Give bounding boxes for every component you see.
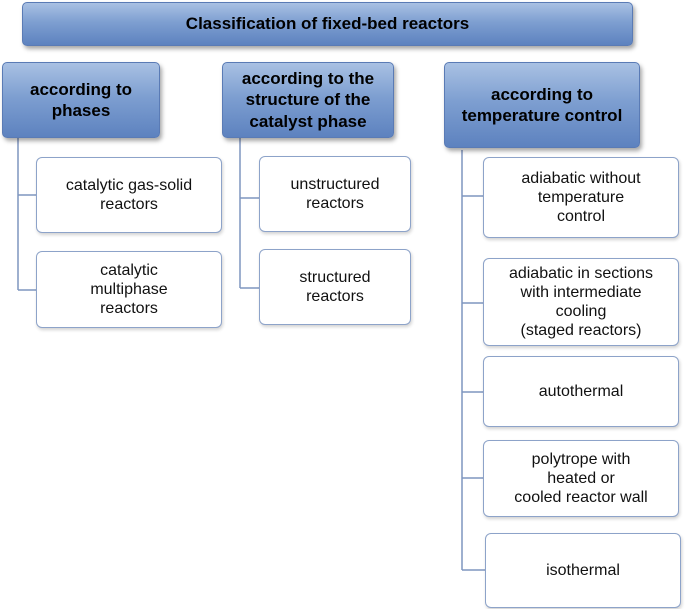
- leaf-catalytic-multiphase-reactors: catalytic multiphase reactors: [36, 251, 222, 328]
- leaf-autothermal: autothermal: [483, 356, 679, 427]
- leaf-isothermal: isothermal: [485, 533, 681, 608]
- diagram-title: Classification of fixed-bed reactors: [22, 2, 633, 46]
- leaf-catalytic-gas-solid-reactors: catalytic gas-solid reactors: [36, 157, 222, 233]
- category-header-temperature-control: according to temperature control: [444, 62, 640, 148]
- category-header-catalyst-structure: according to the structure of the cataly…: [222, 62, 394, 138]
- leaf-adiabatic-in-sections: adiabatic in sections with intermediate …: [483, 258, 679, 346]
- leaf-structured-reactors: structured reactors: [259, 249, 411, 325]
- leaf-polytrope-heated-cooled-wall: polytrope with heated or cooled reactor …: [483, 440, 679, 517]
- category-header-phases: according to phases: [2, 62, 160, 138]
- leaf-adiabatic-without-temperature-control: adiabatic without temperature control: [483, 157, 679, 238]
- leaf-unstructured-reactors: unstructured reactors: [259, 156, 411, 232]
